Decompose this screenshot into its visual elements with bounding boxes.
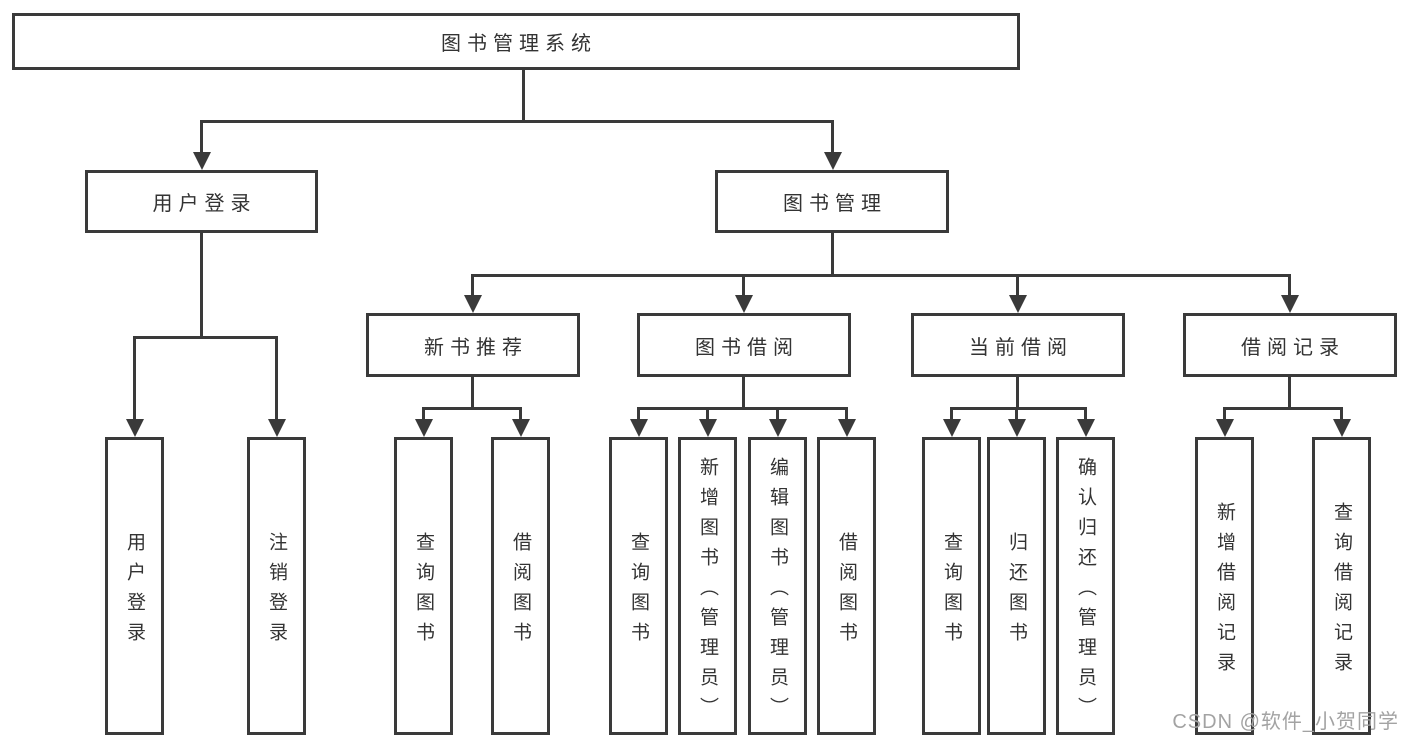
connector-borrow-record-bus [1223,407,1343,410]
connector-borrow-record-stem [1288,377,1291,407]
arrow-down-icon [471,274,474,295]
node-current-borrow: 当前借阅 [911,313,1125,377]
arrow-down-icon [831,120,834,152]
node-new-book-recommend: 新书推荐 [366,313,580,377]
leaf-bb-add-book-label: 新增图书（管理员） [697,456,718,727]
node-new-book-recommend-label: 新书推荐 [424,336,528,359]
node-library-system-label: 图书管理系统 [441,33,597,55]
connector-root-stem [522,70,525,120]
arrow-down-icon [200,120,203,152]
connector-new-book-recommend-stem [471,377,474,407]
node-book-management: 图书管理 [715,170,949,233]
arrow-down-icon [519,407,522,419]
leaf-bb-borrow-book-label: 借阅图书 [836,531,857,652]
leaf-br-query-record: 查询借阅记录 [1312,437,1371,735]
arrow-down-icon [845,407,848,419]
connector-current-borrow-bus [950,407,1087,410]
connector-root-bus [200,120,834,123]
connector-book-management-bus [471,274,1291,277]
connector-book-borrow-stem [742,377,745,407]
leaf-bb-query-book-label: 查询图书 [628,531,649,652]
node-library-system: 图书管理系统 [12,13,1020,70]
node-borrow-record: 借阅记录 [1183,313,1397,377]
leaf-cb-confirm-return-label: 确认归还（管理员） [1075,456,1096,727]
leaf-bb-add-book: 新增图书（管理员） [678,437,737,735]
leaf-br-add-record: 新增借阅记录 [1195,437,1254,735]
node-user-login: 用户登录 [85,170,318,233]
leaf-cb-return-book: 归还图书 [987,437,1046,735]
arrow-down-icon [1016,274,1019,295]
arrow-down-icon [1340,407,1343,419]
arrow-down-icon [1084,407,1087,419]
leaf-logout: 注销登录 [247,437,306,735]
connector-book-borrow-bus [637,407,848,410]
node-current-borrow-label: 当前借阅 [969,336,1073,359]
leaf-user-login-label: 用户登录 [124,531,145,652]
leaf-logout-label: 注销登录 [266,531,287,652]
arrow-down-icon [950,407,953,419]
watermark-text: CSDN @软件_小贺同学 [1172,711,1399,733]
leaf-cb-query-book-label: 查询图书 [941,531,962,652]
node-book-management-label: 图书管理 [783,193,887,215]
connector-current-borrow-stem [1016,377,1019,407]
leaf-br-query-record-label: 查询借阅记录 [1331,501,1352,682]
connector-user-login-bus [133,336,278,339]
leaf-nbr-query-book-label: 查询图书 [413,531,434,652]
leaf-nbr-borrow-book-label: 借阅图书 [510,531,531,652]
node-user-login-label: 用户登录 [152,193,257,215]
leaf-cb-query-book: 查询图书 [922,437,981,735]
arrow-down-icon [1015,407,1018,419]
arrow-down-icon [637,407,640,419]
arrow-down-icon [1223,407,1226,419]
leaf-nbr-query-book: 查询图书 [394,437,453,735]
leaf-bb-edit-book-label: 编辑图书（管理员） [767,456,788,727]
arrow-down-icon [1288,274,1291,295]
leaf-cb-confirm-return: 确认归还（管理员） [1056,437,1115,735]
leaf-cb-return-book-label: 归还图书 [1006,531,1027,652]
leaf-bb-borrow-book: 借阅图书 [817,437,876,735]
leaf-bb-query-book: 查询图书 [609,437,668,735]
node-book-borrow: 图书借阅 [637,313,851,377]
leaf-br-add-record-label: 新增借阅记录 [1214,501,1235,682]
connector-new-book-recommend-bus [422,407,522,410]
arrow-down-icon [706,407,709,419]
arrow-down-icon [133,336,136,419]
node-borrow-record-label: 借阅记录 [1241,336,1345,359]
leaf-user-login: 用户登录 [105,437,164,735]
connector-user-login-stem [200,233,203,336]
arrow-down-icon [422,407,425,419]
node-book-borrow-label: 图书借阅 [695,336,799,359]
arrow-down-icon [275,336,278,419]
arrow-down-icon [742,274,745,295]
leaf-nbr-borrow-book: 借阅图书 [491,437,550,735]
connector-book-management-stem [831,233,834,274]
arrow-down-icon [776,407,779,419]
leaf-bb-edit-book: 编辑图书（管理员） [748,437,807,735]
